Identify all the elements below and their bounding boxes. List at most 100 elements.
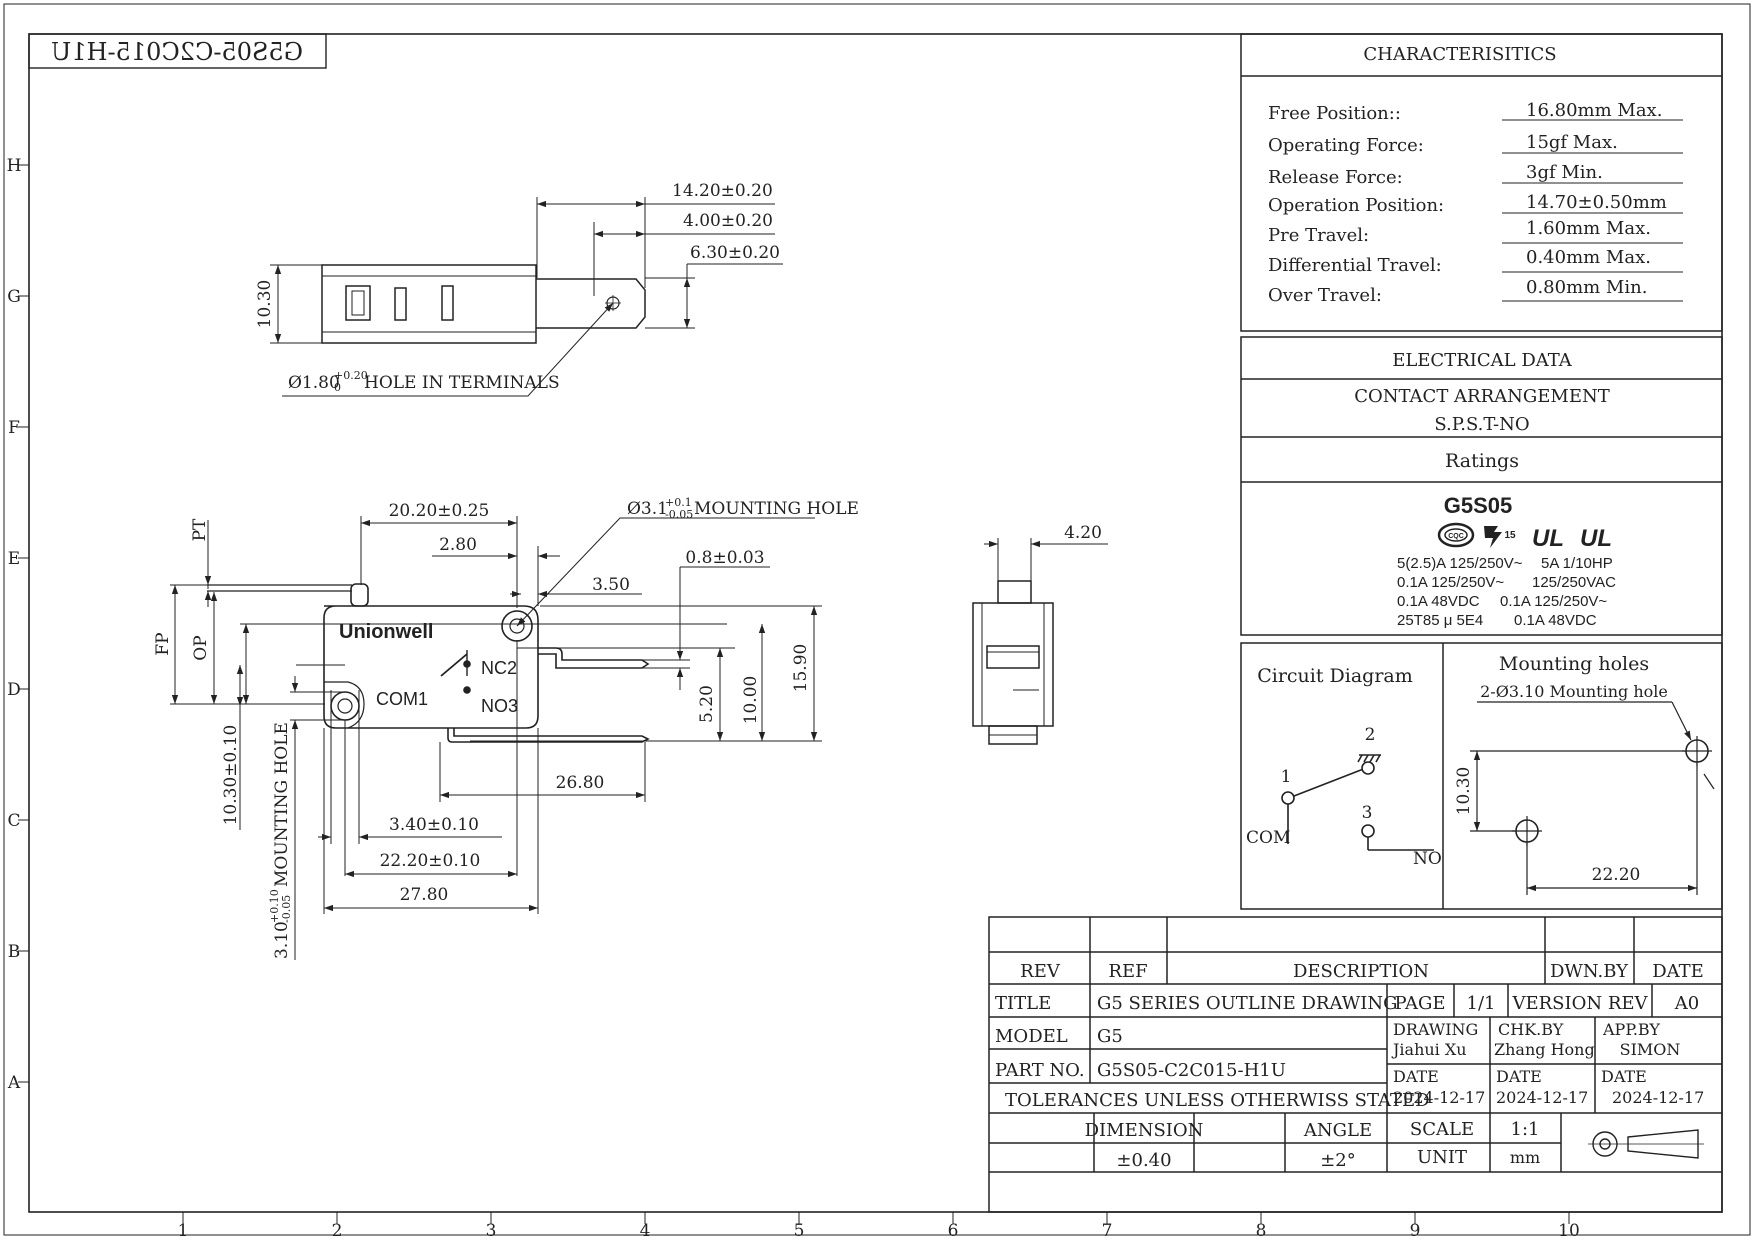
ratings-model: G5S05: [1444, 493, 1513, 518]
mounting-holes-title: Mounting holes: [1499, 653, 1649, 675]
dim-3-50: 3.50: [592, 575, 630, 595]
tb-model-value: G5: [1097, 1026, 1123, 1047]
ul-recognized-text: UL: [1532, 525, 1564, 552]
circuit-node-2: 2: [1365, 725, 1376, 745]
circuit-no-label: NO: [1413, 849, 1442, 869]
rating-1b: 5A 1/10HP: [1541, 555, 1613, 572]
tb-title-value: G5 SERIES OUTLINE DRAWING: [1097, 993, 1397, 1014]
mounting-hole-left-icon: [330, 691, 360, 721]
part-number-stamp: G5S05-C2C015-H1U: [28, 33, 327, 69]
title-block-text: REV REF DESCRIPTION DWN.BY DATE TITLE G5…: [995, 961, 1704, 1171]
dim-27-80: 27.80: [400, 885, 449, 905]
op-label: OP: [191, 635, 211, 660]
nc-terminal: [538, 647, 650, 669]
char-label-over-travel: Over Travel:: [1268, 285, 1382, 306]
top-view-labels: 14.20±0.20 4.00±0.20 6.30±0.20 10.30 Ø1.…: [255, 181, 780, 394]
zone-row-h: H: [7, 156, 22, 176]
circuit-diagram-title: Circuit Diagram: [1257, 665, 1413, 687]
pt-label: PT: [190, 518, 210, 541]
tb-app-value: SIMON: [1620, 1040, 1681, 1059]
mounting-hole-tol-plus: +0.1: [665, 496, 692, 509]
rating-3a: 0.1A 48VDC: [1397, 593, 1480, 610]
rating-1a: 5(2.5)A 125/250V~: [1397, 555, 1523, 572]
tb-part-label: PART NO.: [995, 1060, 1085, 1081]
tb-description: DESCRIPTION: [1293, 961, 1429, 982]
rating-2b: 125/250VAC: [1532, 574, 1616, 591]
tb-scale-label: SCALE: [1410, 1119, 1474, 1140]
rating-2a: 0.1A 125/250V~: [1397, 574, 1504, 591]
ratings-title: Ratings: [1445, 450, 1519, 472]
no-terminal: [447, 728, 650, 743]
com1-label: COM1: [376, 689, 428, 709]
rating-4a: 25T85 μ 5E4: [1397, 612, 1483, 629]
tb-angle-label: ANGLE: [1303, 1120, 1372, 1141]
top-view-terminal: [536, 278, 646, 329]
zone-row-f: F: [8, 418, 20, 438]
char-value-diff-travel: 0.40mm Max.: [1526, 247, 1651, 268]
tb-page-value: 1/1: [1467, 993, 1496, 1014]
terminal-hole-tol-minus: 0: [334, 381, 341, 394]
tb-title-label: TITLE: [995, 993, 1051, 1014]
mh-text: MOUNTING HOLE: [272, 722, 292, 887]
tb-date: DATE: [1652, 961, 1704, 982]
rating-4b: 0.1A 48VDC: [1514, 612, 1597, 629]
top-view: [321, 264, 646, 344]
terminal-hole-note: Ø1.80: [288, 373, 340, 393]
mounting-hole-note: Ø3.1: [627, 499, 668, 519]
zone-col-1: 1: [178, 1221, 189, 1239]
part-number-stamp-text: G5S05-C2C015-H1U: [51, 38, 303, 66]
tb-date1-value: 2024-12-17: [1393, 1088, 1485, 1107]
tb-date3-value: 2024-12-17: [1612, 1088, 1704, 1107]
side-view-dimensions: [984, 538, 1108, 581]
electrical-data-table: [1240, 336, 1723, 636]
dim-2-80: 2.80: [439, 535, 477, 555]
circuit-com-label: COM: [1246, 828, 1290, 848]
tb-version-label: VERSION REV: [1511, 993, 1648, 1014]
tb-date1-label: DATE: [1393, 1067, 1439, 1086]
dim-4-20: 4.20: [1064, 523, 1102, 543]
zone-col-5: 5: [794, 1221, 805, 1239]
dim-15-90: 15.90: [791, 644, 811, 693]
zone-col-3: 3: [486, 1221, 497, 1239]
dim-20-20: 20.20±0.25: [389, 501, 490, 521]
dim-22-20: 22.20±0.10: [380, 851, 481, 871]
dim-3-40: 3.40±0.10: [389, 815, 479, 835]
char-value-operating: 15gf Max.: [1526, 132, 1618, 153]
electrical-title: ELECTRICAL DATA: [1392, 350, 1573, 371]
tb-tolerances: TOLERANCES UNLESS OTHERWISS STATED: [1005, 1090, 1430, 1111]
terminal-hole-text: HOLE IN TERMINALS: [364, 373, 560, 393]
enec-cert-text: 15: [1504, 530, 1516, 541]
mounting-holes-diagram: Mounting holes 2-Ø3.10 Mounting hole 10.…: [1454, 653, 1715, 895]
tb-model-label: MODEL: [995, 1026, 1068, 1047]
front-view: [207, 583, 650, 743]
mh-tol-minus: -0.05: [280, 895, 293, 923]
char-value-pre-travel: 1.60mm Max.: [1526, 218, 1651, 239]
tb-unit-value: mm: [1510, 1148, 1540, 1167]
mounting-dim-22-20: 22.20: [1592, 865, 1641, 885]
char-label-release: Release Force:: [1268, 167, 1403, 188]
switch-body: [323, 605, 539, 729]
mounting-hole-tol-minus: -0.05: [665, 508, 693, 521]
actuator-plunger: [350, 583, 369, 607]
fp-label: FP: [153, 632, 173, 655]
char-label-pre-travel: Pre Travel:: [1268, 225, 1369, 246]
char-label-diff-travel: Differential Travel:: [1268, 255, 1442, 276]
nc2-label: NC2: [481, 658, 517, 678]
contact-blade: [440, 653, 468, 677]
zone-col-2: 2: [332, 1221, 343, 1239]
char-value-operation-pos: 14.70±0.50mm: [1526, 192, 1667, 213]
side-view: [972, 580, 1054, 745]
rating-3b: 0.1A 125/250V~: [1500, 593, 1607, 610]
zone-row-c: C: [7, 811, 20, 831]
circuit-node-3: 3: [1362, 803, 1373, 823]
dim-4-00: 4.00±0.20: [683, 211, 773, 231]
dim-0-8: 0.8±0.03: [685, 548, 764, 568]
zone-col-9: 9: [1410, 1221, 1421, 1239]
contact-arrangement-title: CONTACT ARRANGEMENT: [1354, 386, 1610, 407]
ul-recognized-icon: UL: [1532, 525, 1564, 552]
mh-tol-plus: +0.10: [268, 889, 281, 923]
characteristics-title: CHARACTERISITICS: [1363, 44, 1556, 65]
characteristics-table: [1240, 33, 1723, 332]
front-view-dimensions: [170, 516, 822, 960]
